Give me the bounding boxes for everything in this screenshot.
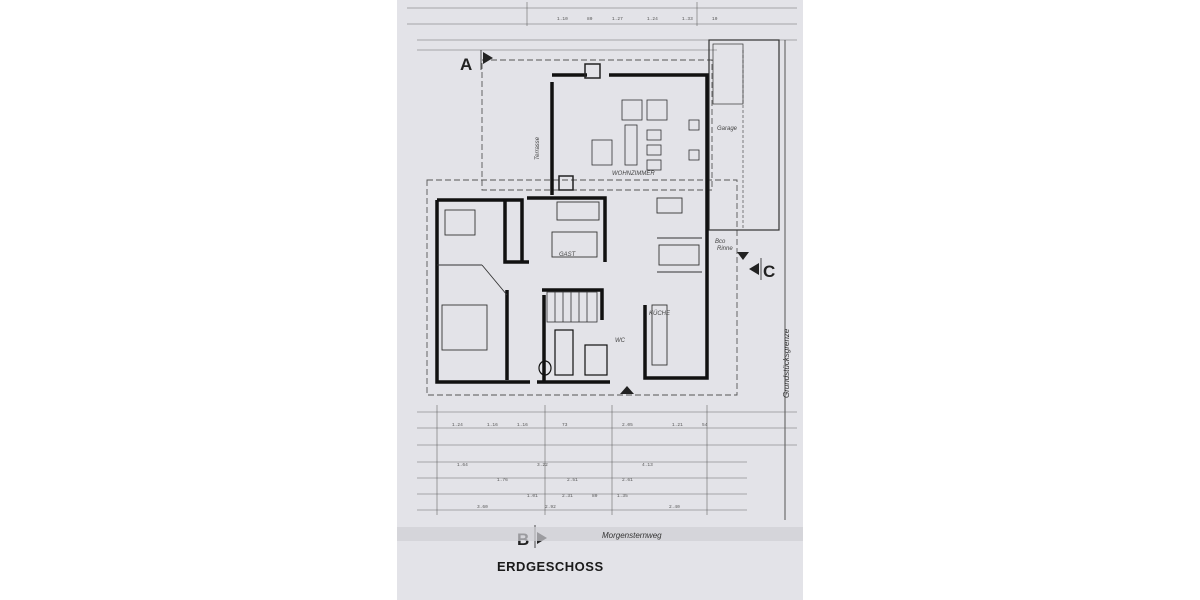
room-label-gutter-1: Bco xyxy=(715,239,726,245)
street-label: Morgensternweg xyxy=(602,531,662,540)
boundary-label: Grundstücksgrenze xyxy=(782,328,791,398)
room-label-kitchen: KÜCHE xyxy=(649,310,671,317)
room-label-guest: GAST xyxy=(559,252,577,258)
dim-label: 80 xyxy=(592,493,598,499)
bottom-dimension-lines xyxy=(417,405,797,515)
dim-label: 73 xyxy=(562,422,568,428)
paper-fold xyxy=(397,527,803,541)
dim-label: 1.76 xyxy=(497,477,508,483)
room-label-wc: WC xyxy=(615,338,626,344)
dim-label: 2.92 xyxy=(545,504,556,510)
dim-label: 3.60 xyxy=(477,504,488,510)
living-furniture xyxy=(591,99,700,171)
stove-icon xyxy=(558,175,574,191)
dim-label: 10 xyxy=(712,16,718,22)
dim-label: 2.05 xyxy=(622,422,633,428)
dim-label: 1.33 xyxy=(682,16,693,22)
dim-label: 3.22 xyxy=(537,462,548,468)
section-marker-c: C xyxy=(737,252,775,281)
bottom-dimension-labels: 1.24 1.16 1.16 73 2.05 1.21 54 1.64 3.22… xyxy=(452,422,708,510)
living-room-walls xyxy=(550,73,709,195)
section-c-label: C xyxy=(763,262,775,281)
dim-label: 1.10 xyxy=(557,16,568,22)
room-label-gutter-2: Rinne xyxy=(717,246,733,252)
entrance-arrow-icon xyxy=(620,386,634,394)
bathroom-fixtures xyxy=(538,329,608,376)
section-arrow-icon xyxy=(483,52,493,64)
dim-label: 1.24 xyxy=(452,422,463,428)
garage xyxy=(708,39,780,231)
section-arrow-icon xyxy=(749,263,759,275)
floor-plan-drawing: 1.10 80 1.27 1.24 1.33 10 xyxy=(397,2,803,574)
dim-label: 2.61 xyxy=(622,477,633,483)
room-label-garage: Garage xyxy=(717,126,738,132)
room-label-living: WOHNZIMMER xyxy=(612,171,655,177)
dim-label: 1.27 xyxy=(612,16,623,22)
floor-plan-sheet: 1.10 80 1.27 1.24 1.33 10 xyxy=(397,0,803,600)
dim-label: 1.01 xyxy=(527,493,538,499)
dim-label: 2.51 xyxy=(567,477,578,483)
lower-house-walls xyxy=(435,195,709,384)
dim-label: 1.21 xyxy=(672,422,683,428)
dim-label: 2.31 xyxy=(562,493,573,499)
section-a-label: A xyxy=(460,55,472,74)
top-dimension-lines xyxy=(407,2,797,51)
dim-label: 1.16 xyxy=(517,422,528,428)
entrance-arrow-icon xyxy=(737,252,749,260)
roof-outline xyxy=(426,59,738,396)
dim-label: 4.13 xyxy=(642,462,653,468)
dim-label: 54 xyxy=(702,422,708,428)
interior-lines xyxy=(437,197,702,366)
room-label-terrace: Terrasse xyxy=(535,136,541,160)
dim-label: 1.64 xyxy=(457,462,468,468)
section-marker-a: A xyxy=(460,50,493,74)
staircase xyxy=(546,291,598,323)
floor-title: ERDGESCHOSS xyxy=(497,559,604,574)
dim-label: 80 xyxy=(587,16,593,22)
dim-label: 1.24 xyxy=(647,16,658,22)
fireplace-icon xyxy=(584,63,601,79)
dim-label: 1.16 xyxy=(487,422,498,428)
top-dimension-labels: 1.10 80 1.27 1.24 1.33 10 xyxy=(557,16,718,22)
dim-label: 2.40 xyxy=(669,504,680,510)
dim-label: 1.35 xyxy=(617,493,628,499)
